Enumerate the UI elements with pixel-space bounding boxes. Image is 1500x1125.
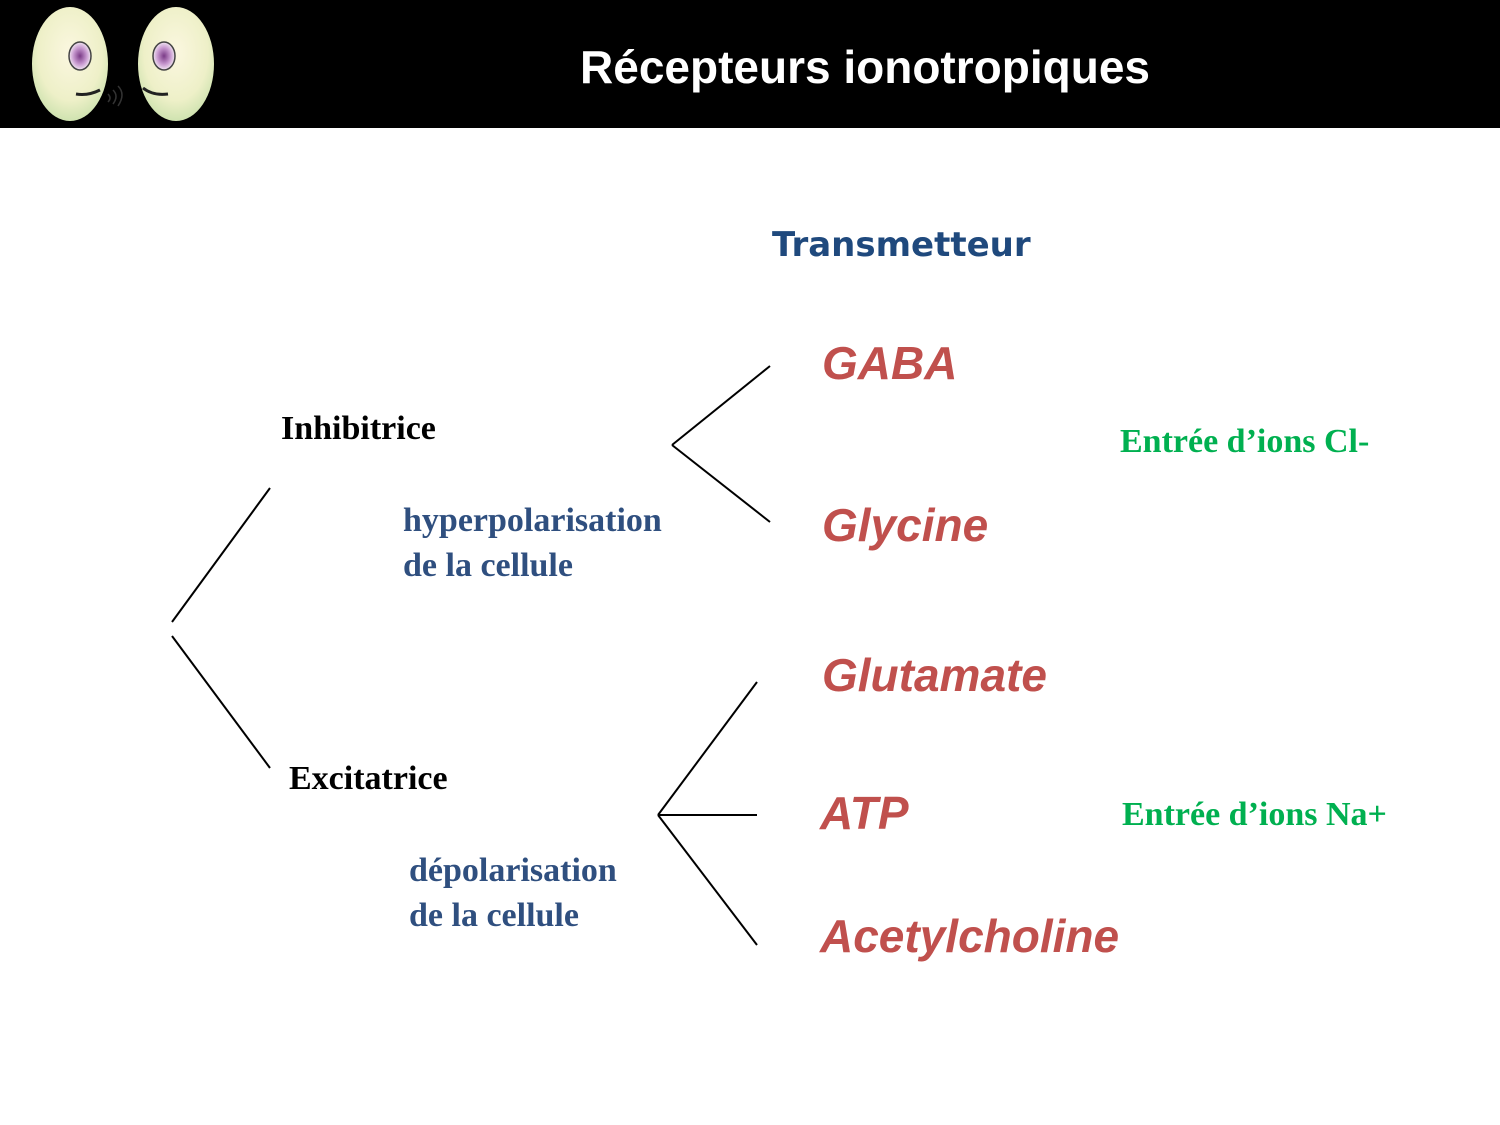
inhib-to-glycine-line	[671, 444, 771, 523]
ion-note-chloride: Entrée d’ions Cl-	[1120, 423, 1370, 460]
transmitter-atp: ATP	[820, 787, 909, 839]
slide-header: Récepteurs ionotropiques	[0, 0, 1500, 128]
transmetteur-column-header: Transmetteur	[772, 225, 1031, 265]
excitatrice-effect-line1: dépolarisation	[409, 852, 617, 889]
excitatrice-label: Excitatrice	[289, 760, 448, 797]
root-to-excitatrice-line	[171, 635, 271, 769]
ion-note-sodium: Entrée d’ions Na+	[1122, 796, 1387, 833]
talking-faces-logo-icon	[32, 7, 214, 121]
transmitter-glutamate: Glutamate	[822, 649, 1047, 701]
transmitter-gaba: GABA	[822, 337, 958, 389]
root-to-inhibitrice-line	[171, 487, 271, 623]
excitatrice-effect: dépolarisation de la cellule	[409, 848, 617, 938]
excit-to-acetylcholine-line	[657, 814, 758, 946]
excitatrice-effect-line2: de la cellule	[409, 897, 579, 934]
inhibitrice-effect-line1: hyperpolarisation	[403, 502, 662, 539]
inhibitrice-effect: hyperpolarisation de la cellule	[403, 498, 662, 588]
slide-title: Récepteurs ionotropiques	[580, 41, 1150, 93]
inhibitrice-label: Inhibitrice	[281, 410, 436, 447]
inhibitrice-effect-line2: de la cellule	[403, 547, 573, 584]
excit-to-glutamate-line	[657, 681, 758, 816]
transmitter-glycine: Glycine	[822, 499, 989, 551]
inhib-to-gaba-line	[671, 365, 771, 446]
transmitter-acetylcholine: Acetylcholine	[820, 910, 1120, 962]
